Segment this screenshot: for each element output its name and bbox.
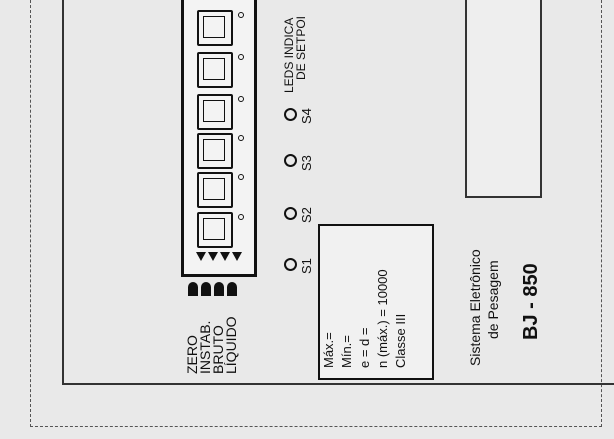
setpoint-label-s4: S4 — [299, 108, 314, 124]
arrow-down-icon — [196, 252, 206, 261]
display-digit — [197, 52, 233, 88]
spec-e-d: e = d = — [357, 327, 372, 368]
display-digit — [197, 212, 233, 248]
spec-classe: Classe III — [393, 313, 408, 368]
status-label-liquido: LÍQUIDO — [223, 316, 239, 374]
system-title-line1: Sistema Eletrônico — [467, 249, 483, 366]
blank-label-area — [465, 0, 542, 198]
spec-n-max: n (máx.) = 10000 — [375, 269, 390, 368]
status-indicator-icon — [214, 282, 224, 293]
led-caption-line2: DE SETPOI — [294, 15, 308, 80]
arrow-down-icon — [220, 252, 230, 261]
decimal-point — [238, 54, 244, 60]
led-s3-icon — [284, 154, 297, 167]
setpoint-label-s1: S1 — [299, 258, 314, 274]
decimal-point — [238, 135, 244, 141]
arrow-down-icon — [232, 252, 242, 261]
display-digit — [197, 10, 233, 46]
decimal-point — [238, 174, 244, 180]
status-indicator-icon — [188, 282, 198, 293]
system-title-line2: de Pesagem — [485, 260, 501, 339]
decimal-point — [238, 12, 244, 18]
display-digit — [197, 172, 233, 208]
display-digit — [197, 133, 233, 169]
specification-box — [318, 224, 434, 380]
display-digit — [197, 94, 233, 130]
status-indicator-icon — [227, 290, 237, 296]
status-indicator-icon — [201, 290, 211, 296]
setpoint-label-s2: S2 — [299, 207, 314, 223]
setpoint-label-s3: S3 — [299, 155, 314, 171]
led-s1-icon — [284, 258, 297, 271]
led-s2-icon — [284, 207, 297, 220]
arrow-down-icon — [208, 252, 218, 261]
panel-border — [62, 0, 614, 385]
decimal-point — [238, 214, 244, 220]
outer-cut-border — [30, 0, 602, 427]
status-indicator-icon — [188, 290, 198, 296]
status-indicator-icon — [227, 282, 237, 293]
status-indicator-icon — [214, 290, 224, 296]
status-indicator-icon — [201, 282, 211, 293]
digital-display — [181, 0, 257, 277]
spec-max: Máx.= — [321, 332, 336, 368]
spec-min: Mín.= — [339, 335, 354, 368]
model-name: BJ - 850 — [520, 263, 542, 340]
led-s4-icon — [284, 108, 297, 121]
decimal-point — [238, 96, 244, 102]
